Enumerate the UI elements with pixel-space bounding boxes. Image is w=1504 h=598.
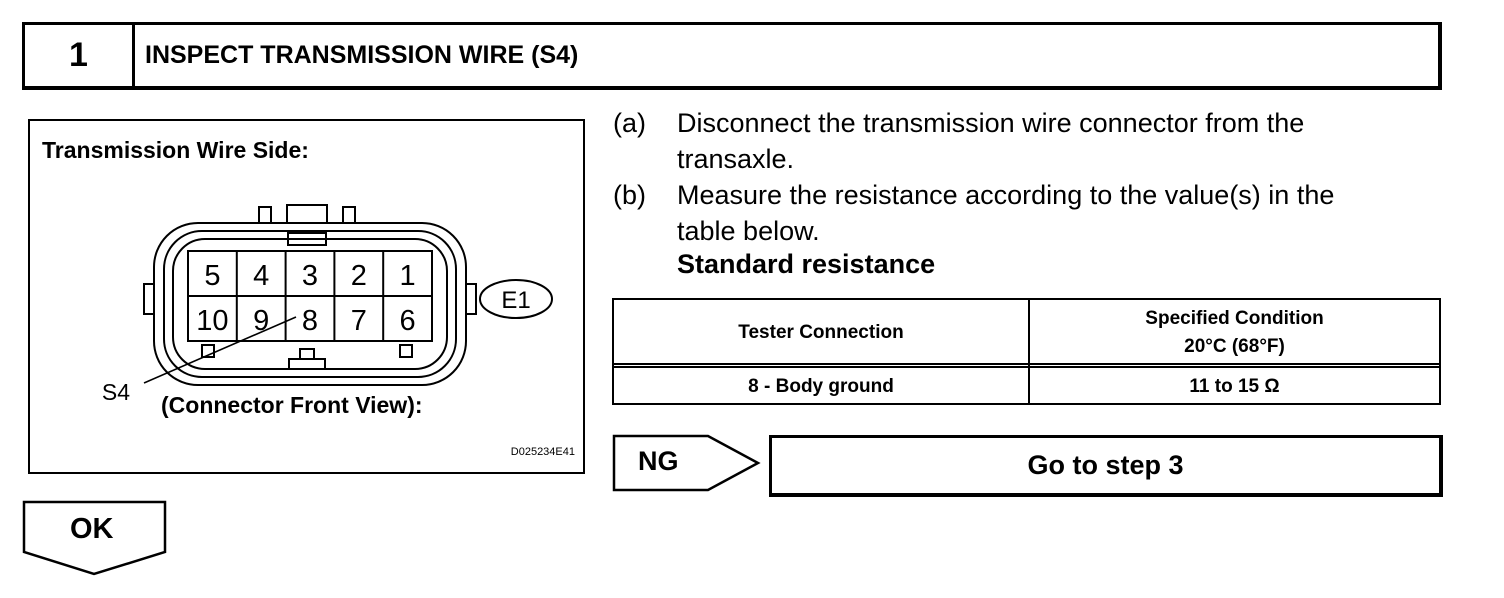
ng-arrow <box>612 434 761 492</box>
pin-4: 4 <box>253 260 269 292</box>
figure-code: D025234E41 <box>510 446 575 458</box>
pin-7: 7 <box>351 305 367 337</box>
latch-center <box>286 204 328 224</box>
bottom-tab <box>399 344 413 358</box>
e1-callout <box>479 279 553 319</box>
connector-diagram: 5 4 3 2 1 10 9 8 7 6 E1 S4 (Connector Fr… <box>102 204 553 418</box>
key-top <box>287 232 327 246</box>
ng-label: NG <box>638 446 679 476</box>
header-specified-condition: Specified Condition 20°C (68°F) <box>1030 300 1439 365</box>
instruction-a-line-1: Disconnect the transmission wire connect… <box>677 108 1305 138</box>
pin-6: 6 <box>400 305 416 337</box>
header-tester-connection-text: Tester Connection <box>738 321 904 343</box>
table-cell-condition: 11 to 15 Ω <box>1189 375 1280 397</box>
connector-id: E1 <box>501 287 530 314</box>
pin-8: 8 <box>302 305 318 337</box>
latch-tab <box>342 206 356 224</box>
bottom-key <box>288 358 326 370</box>
instruction-b-line-1: Measure the resistance according to the … <box>677 180 1335 210</box>
latch-tab <box>258 206 272 224</box>
connector-figure: 5 4 3 2 1 10 9 8 7 6 E1 S4 (Connector Fr… <box>28 119 585 474</box>
bottom-key-small <box>299 348 315 360</box>
table-column-divider <box>1028 300 1030 403</box>
instruction-a-marker: (a) <box>613 108 646 138</box>
ng-action-box: Go to step 3 <box>769 435 1443 497</box>
step-number: 1 <box>25 25 135 86</box>
bottom-tab <box>201 344 215 358</box>
step-title: INSPECT TRANSMISSION WIRE (S4) <box>145 41 579 69</box>
ok-label: OK <box>70 513 114 545</box>
pin-10: 10 <box>196 305 228 337</box>
header-specified-condition-text: Specified Condition <box>1145 307 1324 329</box>
s4-leader-line <box>143 316 297 384</box>
pin-1: 1 <box>400 260 416 292</box>
table-row-divider <box>614 363 1439 368</box>
spec-table: Tester Connection Specified Condition 20… <box>612 298 1441 405</box>
ok-arrow <box>22 500 167 576</box>
header-temperature-text: 20°C (68°F) <box>1184 335 1285 357</box>
side-lug-left <box>143 283 155 315</box>
pin-9: 9 <box>253 305 269 337</box>
pin-2: 2 <box>351 260 367 292</box>
instruction-a-line-2: transaxle. <box>677 144 795 174</box>
connector-housing-inner <box>163 230 457 378</box>
figure-caption: Transmission Wire Side: <box>42 137 309 163</box>
table-cell-connection: 8 - Body ground <box>748 375 894 397</box>
wire-label: S4 <box>102 379 130 405</box>
header-tester-connection: Tester Connection <box>614 300 1028 365</box>
connector-housing-outer <box>153 222 467 386</box>
instruction-b-marker: (b) <box>613 180 646 210</box>
view-label: (Connector Front View): <box>161 392 423 418</box>
pin-5: 5 <box>204 260 220 292</box>
step-header: 1 INSPECT TRANSMISSION WIRE (S4) <box>22 22 1442 90</box>
pin-3: 3 <box>302 260 318 292</box>
side-lug-right <box>465 283 477 315</box>
standard-heading: Standard resistance <box>677 249 936 279</box>
instruction-b-line-2: table below. <box>677 216 820 246</box>
